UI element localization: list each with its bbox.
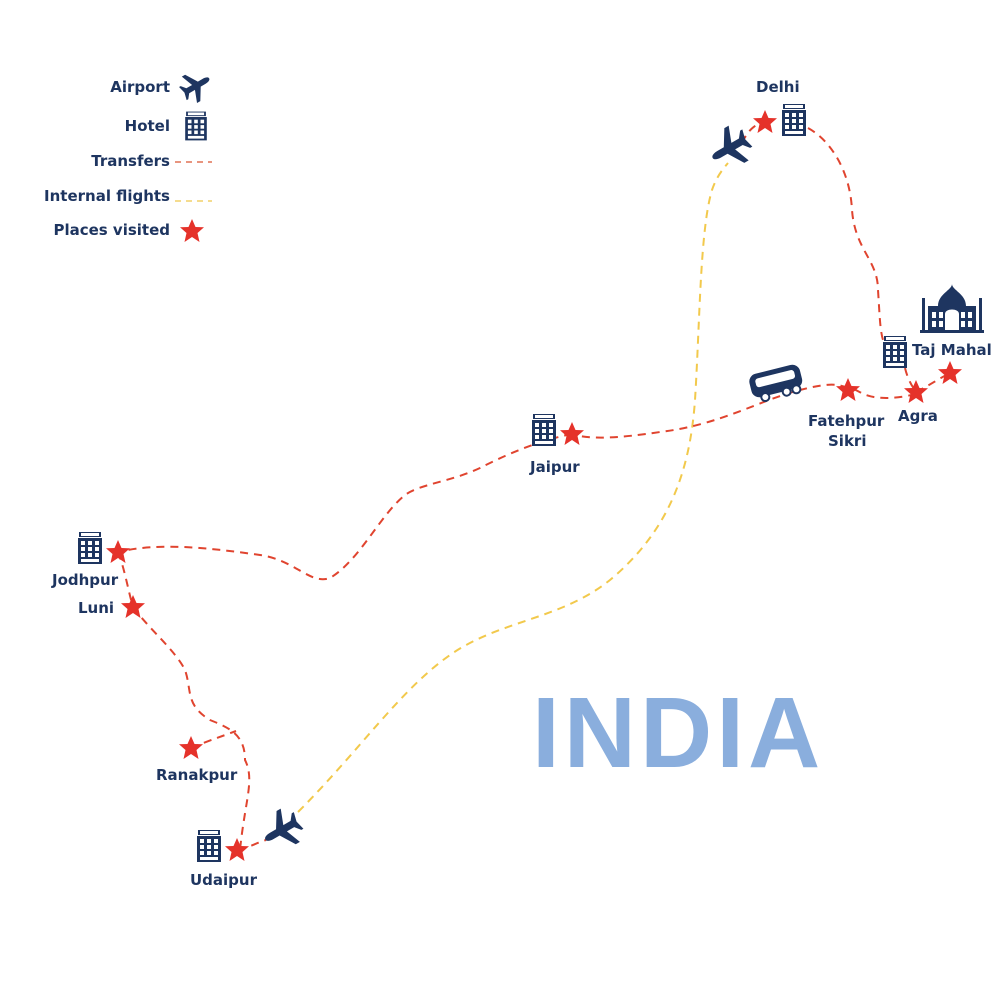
legend-hotel-icon	[185, 111, 207, 141]
country-label: INDIA	[532, 677, 825, 789]
bus-icon	[749, 364, 803, 403]
jaipur-star-icon[interactable]	[560, 422, 584, 445]
delhi-star-icon[interactable]	[753, 110, 777, 133]
legend-internal-flights-label: Internal flights	[44, 187, 170, 205]
place-label-ranakpur: Ranakpur	[156, 766, 238, 784]
ranakpur-star-icon[interactable]	[179, 736, 203, 759]
agra-hotel-icon[interactable]	[883, 336, 907, 368]
place-label-taj-mahal: Taj Mahal	[912, 341, 992, 359]
udaipur-airplane-icon[interactable]	[255, 803, 309, 857]
legend-hotel-label: Hotel	[124, 117, 170, 135]
taj-mahal-icon	[920, 284, 984, 333]
place-label-agra: Agra	[898, 407, 938, 425]
legend-airport-label: Airport	[110, 78, 170, 96]
place-label-sikri: Sikri	[828, 432, 867, 450]
place-label-jodhpur: Jodhpur	[52, 571, 119, 589]
jaipur-hotel-icon[interactable]	[532, 414, 556, 446]
place-label-fatehpur: Fatehpur	[808, 412, 885, 430]
delhi-airplane-icon[interactable]	[702, 120, 758, 176]
place-label-delhi: Delhi	[756, 78, 800, 96]
udaipur-star-icon[interactable]	[225, 838, 249, 861]
agra-star-icon[interactable]	[904, 380, 928, 403]
legend-airplane-icon	[175, 65, 217, 107]
legend-transfers-label: Transfers	[91, 152, 170, 170]
taj-mahal-star-icon[interactable]	[938, 361, 962, 384]
legend-star-icon	[180, 219, 204, 242]
delhi-hotel-icon[interactable]	[782, 104, 806, 136]
legend-places-visited-label: Places visited	[53, 221, 170, 239]
luni-star-icon[interactable]	[121, 595, 145, 618]
udaipur-hotel-icon[interactable]	[197, 830, 221, 862]
place-label-udaipur: Udaipur	[190, 871, 257, 889]
jodhpur-hotel-icon[interactable]	[78, 532, 102, 564]
place-label-luni: Luni	[78, 599, 115, 617]
jodhpur-star-icon[interactable]	[106, 540, 130, 563]
place-label-jaipur: Jaipur	[530, 458, 580, 476]
